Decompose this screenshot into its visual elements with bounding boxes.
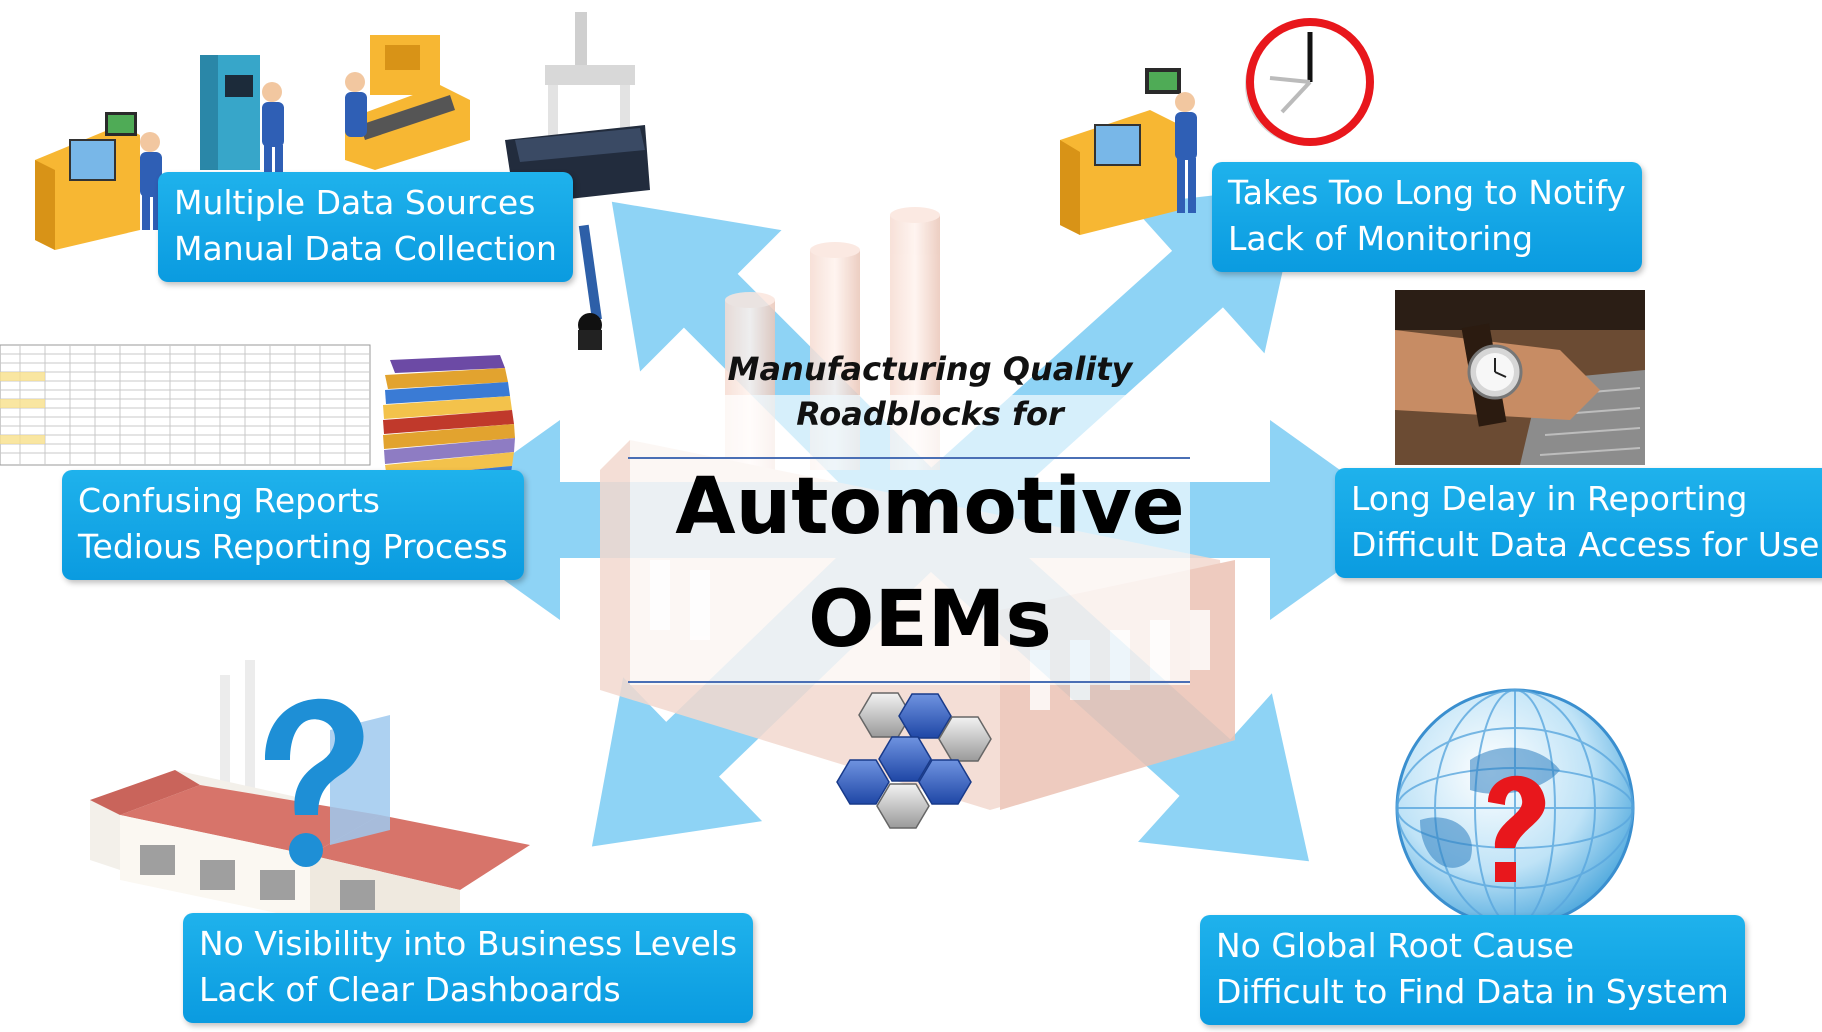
- center-title-line1: Automotive: [675, 462, 1185, 552]
- globe-question-icon: [1395, 688, 1635, 928]
- roadblock-bottom-right-line1: No Global Root Cause: [1216, 926, 1575, 965]
- factory-question-icon: [90, 660, 530, 935]
- factory-hexagon-logo-icon: [836, 692, 992, 829]
- roadblock-bottom-right: No Global Root Cause Difficult to Find D…: [1200, 915, 1745, 1025]
- roadblock-mid-right: Long Delay in Reporting Difficult Data A…: [1335, 468, 1822, 578]
- roadblock-top-right-line2: Lack of Monitoring: [1228, 219, 1534, 258]
- roadblock-mid-left: Confusing Reports Tedious Reporting Proc…: [62, 470, 524, 580]
- factory-background-icon: [600, 207, 1235, 810]
- roadblock-bottom-left-line2: Lack of Clear Dashboards: [199, 970, 621, 1009]
- roadblock-top-left: Multiple Data Sources Manual Data Collec…: [158, 172, 573, 282]
- center-subtitle-line2: Roadblocks for: [796, 395, 1064, 433]
- roadblock-mid-left-line2: Tedious Reporting Process: [78, 527, 508, 566]
- roadblock-top-right-line1: Takes Too Long to Notify: [1228, 173, 1626, 212]
- roadblock-bottom-left-line1: No Visibility into Business Levels: [199, 924, 738, 963]
- roadblock-mid-left-line1: Confusing Reports: [78, 481, 380, 520]
- wristwatch-photo-icon: [1395, 290, 1645, 465]
- roadblock-top-left-line1: Multiple Data Sources: [174, 183, 536, 222]
- roadblock-bottom-right-line2: Difficult to Find Data in System: [1216, 972, 1729, 1011]
- roadblock-top-right: Takes Too Long to Notify Lack of Monitor…: [1212, 162, 1642, 272]
- roadblock-mid-right-line2: Difficult Data Access for Users: [1351, 525, 1822, 564]
- center-subtitle-line1: Manufacturing Quality: [727, 350, 1133, 388]
- clock-machine-icon: [1060, 18, 1374, 235]
- roadblock-top-left-line2: Manual Data Collection: [174, 229, 557, 268]
- center-title-line2: OEMs: [808, 575, 1052, 665]
- roadblock-bottom-left: No Visibility into Business Levels Lack …: [183, 913, 754, 1023]
- machine-operators-icon: [35, 12, 650, 350]
- roadblock-mid-right-line1: Long Delay in Reporting: [1351, 479, 1748, 518]
